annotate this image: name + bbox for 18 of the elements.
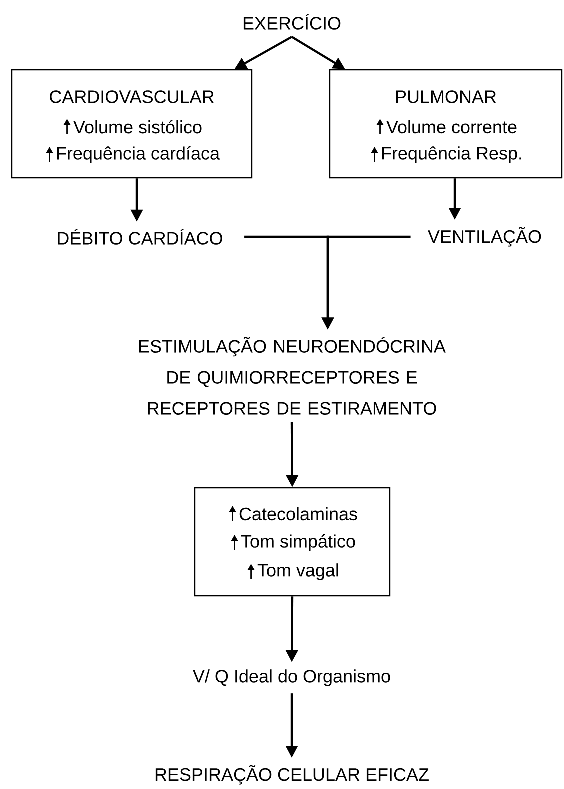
step-label: ESTIMULAÇÃO NEUROENDÓCRINA DE QUIMIORRECEPTORES E RECEPTORES DE ESTIRAMENTO [139,337,446,415]
step-label: V/ Q Ideal do Organismo [193,670,390,686]
category-box [329,69,563,179]
list-item: Tom vagal [258,564,338,580]
list-item: Tom simpático [241,534,356,552]
box-heading: CARDIOVASCULAR [50,90,214,104]
list-item: Volume sistólico [74,120,202,134]
list-item: Frequência cardíaca [57,146,220,164]
step-label: DÉBITO CARDÍACO [58,229,222,245]
category-box [194,487,391,597]
list-item: Catecolaminas [240,507,358,521]
box-heading: PULMONAR [396,90,496,104]
list-item: Volume corrente [386,120,517,134]
step-label: RESPIRAÇÃO CELULAR EFICAZ [156,765,429,785]
list-item: Frequência Resp. [382,146,522,164]
category-box [11,69,253,179]
step-label: EXERCÍCIO [244,14,341,30]
step-label: VENTILAÇÃO [428,227,542,247]
